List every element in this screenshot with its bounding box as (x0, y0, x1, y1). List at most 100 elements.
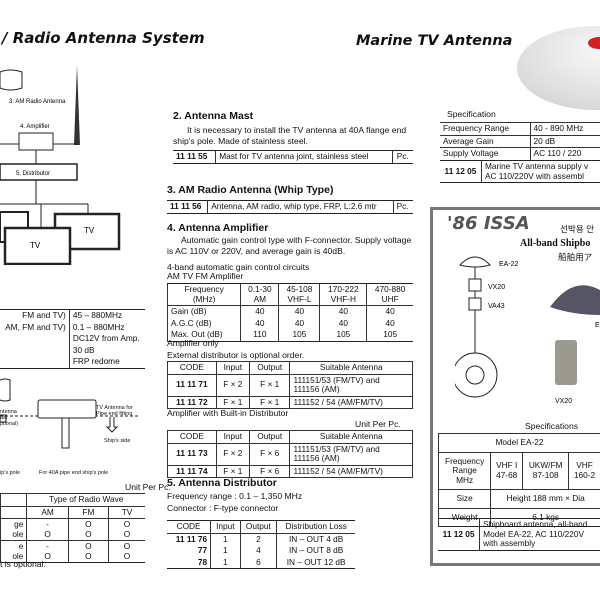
issa-brand: '86 ISSA (447, 213, 530, 234)
table-cell: Pc. (391, 150, 413, 163)
svg-text:E: E (595, 322, 600, 329)
table-cell: 20 dB (529, 135, 600, 148)
table-cell: IN – OUT 12 dB (276, 556, 355, 569)
table-cell: 470-880 UHF (366, 283, 413, 306)
table-cell: 40 (366, 317, 413, 329)
tv-set (3, 226, 72, 265)
table-cell: FM and TV) (22, 310, 66, 320)
marine-antenna-photo (517, 26, 600, 110)
mast-table: 11 11 55 Mast for TV antenna joint, stain… (173, 150, 413, 164)
table-cell: 11 11 72 (167, 395, 217, 409)
table-cell: O O (67, 518, 109, 541)
whip-antenna-icon (74, 65, 80, 145)
table-row: Model EA-22 (438, 433, 600, 452)
table-cell: 111152 / 54 (AM/FM/TV) (289, 464, 413, 478)
table-cell: F × 2 (215, 442, 250, 466)
table-cell: F × 1 (248, 395, 291, 409)
table-cell: Output (248, 430, 291, 444)
table-cell: Gain (dB) (166, 305, 241, 318)
table-cell: IN – OUT 8 dB (276, 545, 355, 557)
table-cell: 111151/53 (FM/TV) and 111156 (AM) (289, 442, 413, 466)
table-cell: e ole (0, 540, 27, 563)
table-cell: CODE (167, 361, 217, 375)
table-cell: Weight (437, 508, 491, 527)
table-cell: O O (108, 540, 145, 563)
table-cell (0, 506, 27, 519)
table-cell: F × 1 (215, 464, 250, 478)
tv-antenna-icon (0, 69, 23, 91)
svg-text:TV: TV (30, 241, 41, 250)
table-cell: 40 (240, 317, 279, 329)
table-cell: AM (26, 506, 69, 519)
table-cell: 45-108 VHF-L (278, 283, 320, 306)
table-cell: Marine TV antenna supply v AC 110/220V w… (480, 160, 600, 183)
vx20-photo (555, 340, 577, 385)
table-cell: 170-222 VHF-H (319, 283, 367, 306)
table-cell: 11 11 55 (176, 151, 208, 161)
table-cell: Suitable Antenna (289, 430, 413, 444)
table-cell: VHF I 47-68 (490, 452, 523, 490)
amplifier-heading: 4. Antenna Amplifier (167, 222, 269, 234)
table-cell: 77 (197, 545, 208, 555)
table-cell: F × 1 (215, 395, 250, 409)
table-cell: 1 (210, 556, 240, 569)
table-cell: 40 (240, 305, 279, 318)
table-cell: 1 (210, 533, 240, 545)
table-cell: AM, FM and TV) (5, 321, 66, 332)
table-cell: Frequency (MHz) (166, 283, 241, 306)
table-row: DC12V from Amp. (0, 333, 145, 345)
table-cell: Frequency Range MHz (437, 452, 491, 490)
table-cell: DC12V from Amp. (68, 333, 145, 345)
ea22-photo (550, 285, 600, 315)
table-row: AM, FM and TV)0.1 – 880MHz (0, 321, 145, 333)
table-cell: UKW/FM 87-108 (522, 452, 569, 490)
table-cell: FM (67, 506, 109, 519)
table-cell: - O (26, 540, 69, 563)
table-cell: Max. Out (dB) (166, 329, 241, 341)
tv-antenna-drawing (37, 399, 97, 419)
table-cell: O O (67, 540, 109, 563)
table-cell: 105 (319, 329, 367, 341)
table-cell: 40 (278, 305, 320, 318)
table-row: 11 11 55 Mast for TV antenna joint, stain… (173, 150, 413, 163)
table-row: FRP redome (0, 356, 145, 368)
table-cell: 6 (239, 556, 277, 569)
table-row: 30 dB (0, 344, 145, 356)
table-cell: Height 188 mm × Dia (490, 489, 600, 508)
table-cell: FRP redome (68, 356, 145, 368)
table-cell: - O (26, 518, 69, 541)
table-cell: 4 (239, 545, 277, 557)
table-cell: 40 (319, 305, 367, 318)
system-title: / Radio Antenna System (2, 29, 205, 47)
amplifier-box (18, 132, 54, 151)
table-cell: AC 110 / 220 (529, 147, 600, 160)
table-cell: Supply Voltage (443, 148, 499, 158)
table-cell: O O (108, 518, 145, 541)
table-cell: 40 (278, 317, 320, 329)
marine-dome-accent (588, 37, 600, 49)
table-cell: Output (239, 520, 277, 534)
table-cell: Mast for TV antenna joint, stainless ste… (215, 150, 393, 163)
table-cell: TV (108, 506, 145, 519)
ea22-antenna-icon (459, 256, 491, 268)
